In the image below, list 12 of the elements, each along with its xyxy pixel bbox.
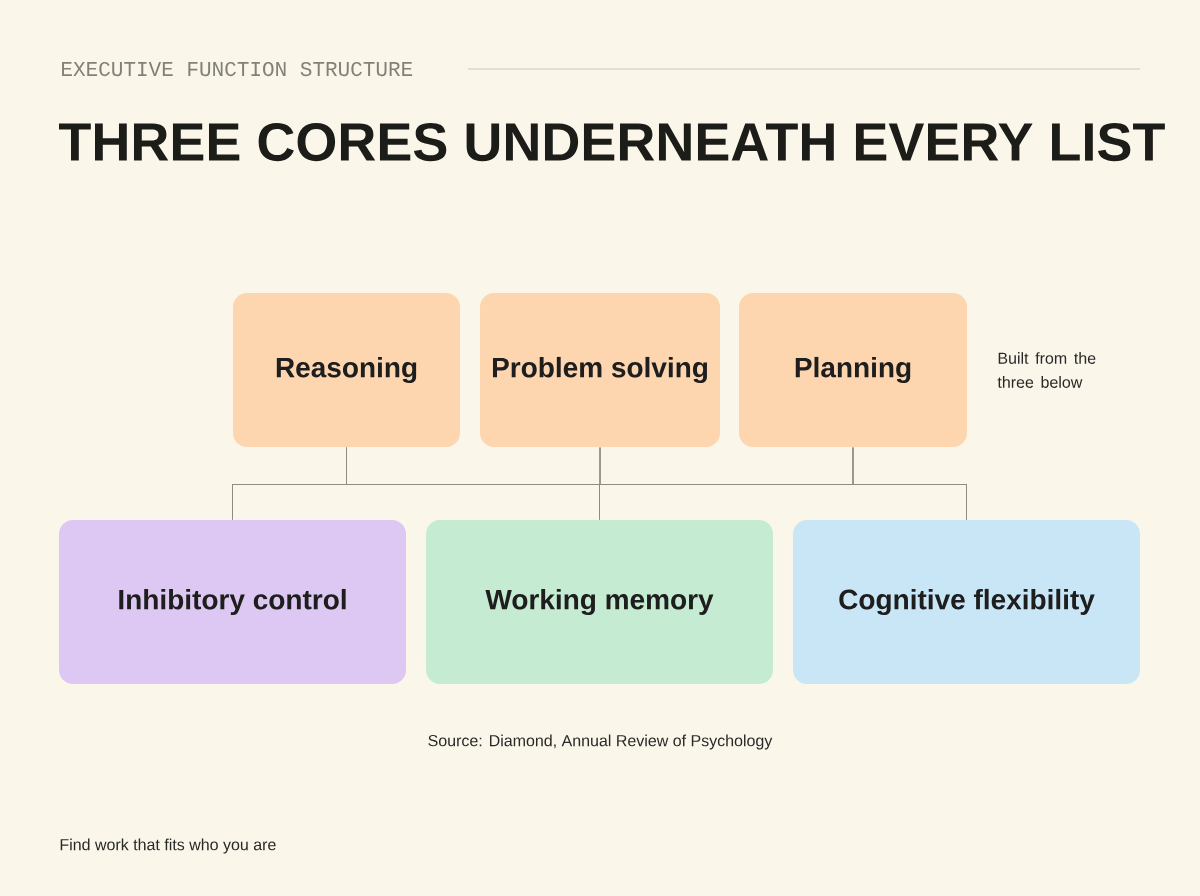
core-box: Cognitive flexibility [793, 520, 1140, 684]
category-box: Problem solving [480, 293, 720, 447]
title: THREE CORES UNDERNEATH EVERY LIST [59, 122, 1165, 162]
side-note: Built from the three below [997, 352, 1096, 388]
connector-line [852, 446, 967, 521]
core-box: Inhibitory control [59, 520, 406, 684]
category-box: Planning [739, 293, 967, 447]
tagline: Find work that fits who you are [60, 838, 276, 854]
core-box: Working memory [426, 520, 773, 684]
eyebrow-heading: EXECUTIVE FUNCTION STRUCTURE [62, 61, 413, 77]
category-box: Reasoning [233, 293, 460, 447]
source-note: Source: Diamond, Annual Review of Psychology [428, 734, 773, 750]
